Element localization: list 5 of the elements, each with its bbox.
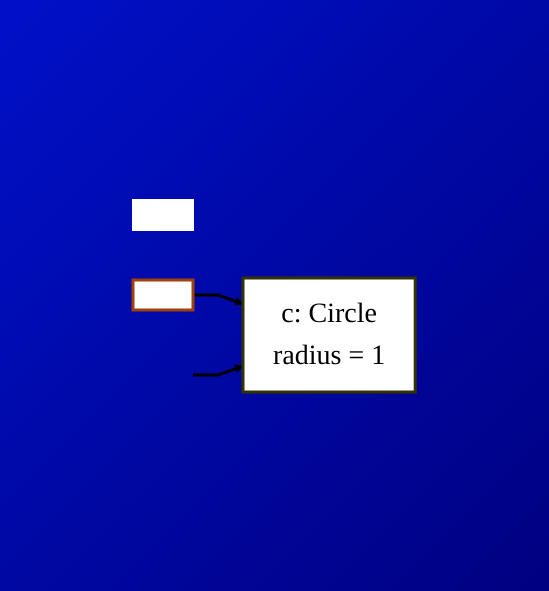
- node-box: c: Circle radius = 1: [242, 276, 418, 393]
- node-box: [132, 198, 194, 230]
- arrow: [193, 293, 244, 305]
- node-box: [132, 278, 195, 311]
- arrow: [193, 364, 244, 376]
